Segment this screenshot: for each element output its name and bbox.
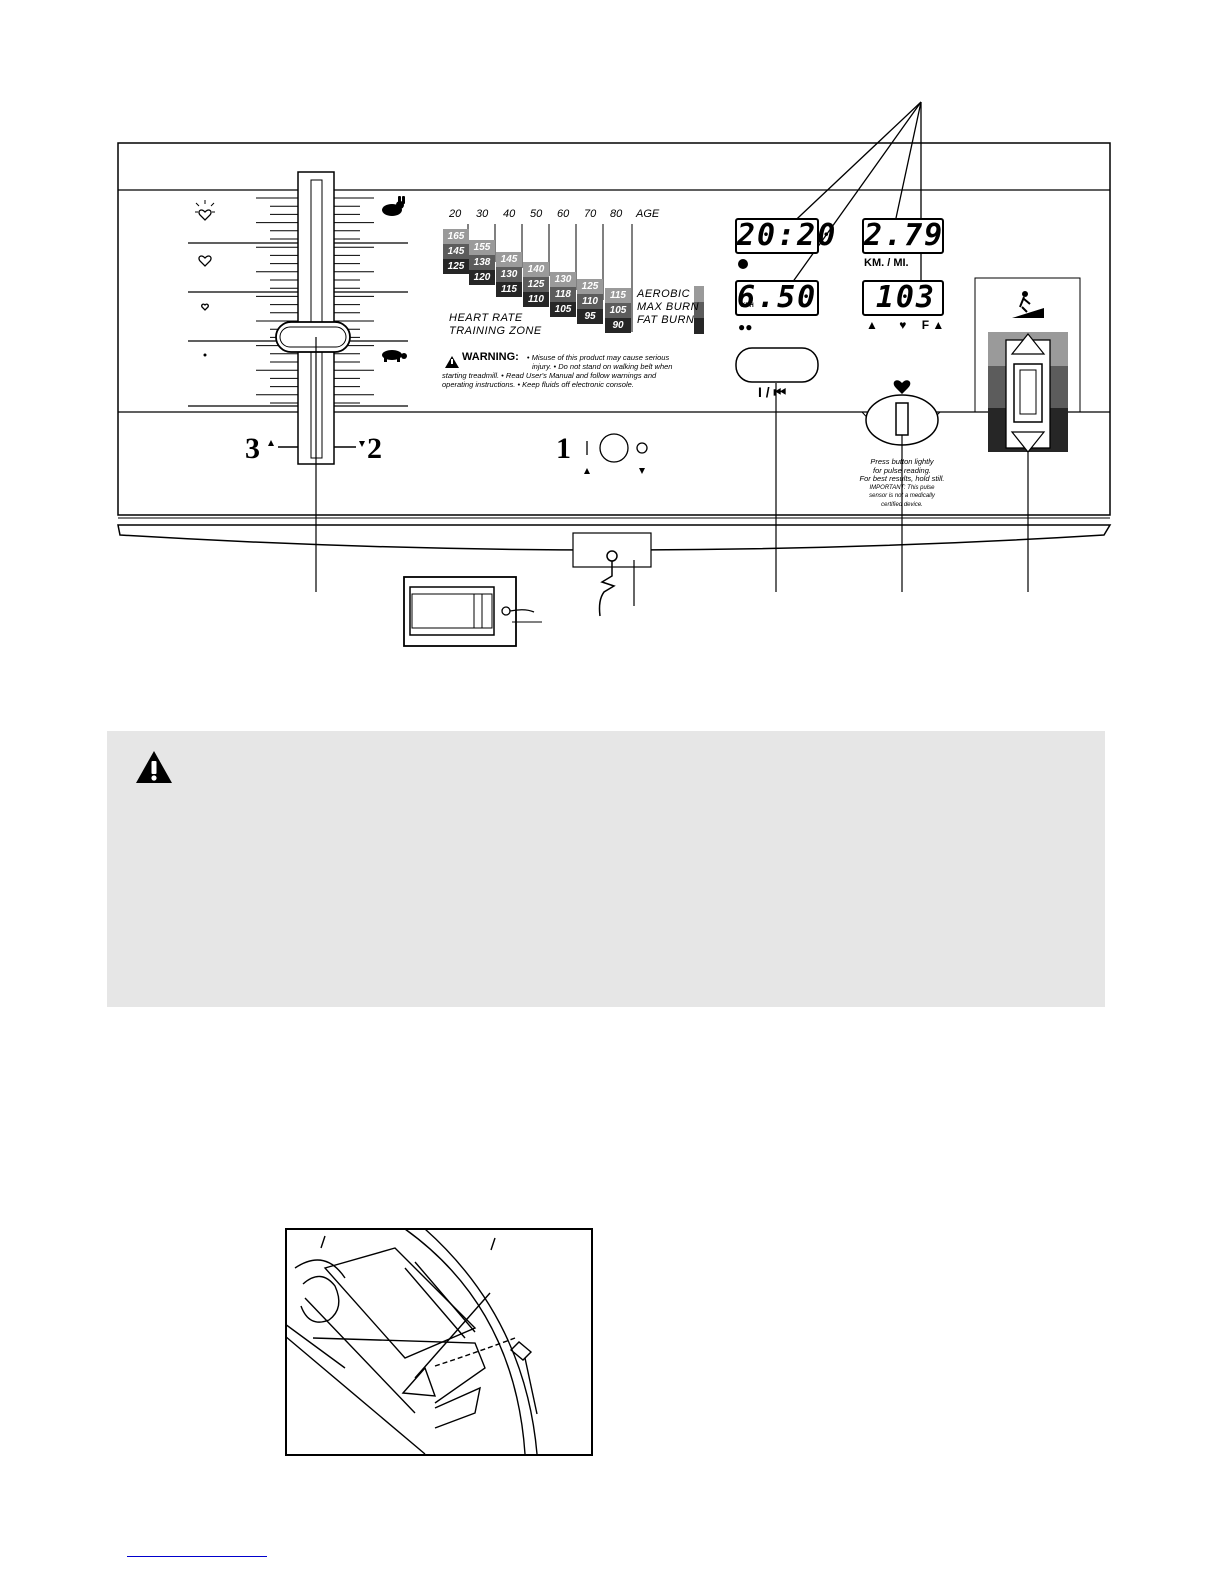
zone-cell-max_burn-1: 138: [469, 255, 495, 270]
age-label-80: 80: [610, 208, 623, 220]
zone-cell-fat_burn-1: 120: [469, 270, 495, 285]
pulse-row-icons: ▲ ♥ F ▲: [866, 318, 946, 332]
zone-cell-max_burn-6: 105: [605, 303, 631, 318]
pulse-note-line-1: Press button lightly: [870, 457, 934, 466]
zone-cell-fat_burn-3: 110: [523, 292, 549, 307]
warning-text-1: • Misuse of this product may cause serio…: [526, 353, 670, 362]
flame-icon: ▲: [932, 318, 945, 332]
fat-burn-label: FAT BURN: [637, 314, 695, 326]
age-label: AGE: [636, 208, 660, 220]
heart-icon: ♥: [899, 318, 907, 332]
speed-unit: KPH: [741, 303, 754, 309]
hr-title-1: HEART RATE: [449, 312, 523, 324]
warning-text-4: operating instructions. • Keep fluids of…: [442, 380, 634, 389]
turtle-rabbit-icon: ●●: [738, 320, 753, 334]
zone-cell-aerobic-0: 165: [443, 229, 469, 244]
zone-cell-max_burn-2: 130: [496, 267, 522, 282]
pulse-note-line-2: for pulse reading.: [873, 465, 931, 475]
console-diagram: [117, 101, 1112, 647]
zone-cell-aerobic-3: 140: [523, 262, 549, 277]
zone-cell-max_burn-5: 110: [577, 294, 603, 309]
age-label-50: 50: [530, 208, 543, 220]
zone-cell-aerobic-2: 145: [496, 252, 522, 267]
zone-cell-aerobic-5: 125: [577, 279, 603, 294]
age-label-70: 70: [584, 208, 597, 220]
max-burn-label: MAX BURN: [637, 301, 700, 313]
zone-cell-fat_burn-4: 105: [550, 302, 576, 317]
warning-text-2: injury. • Do not stand on walking belt w…: [532, 362, 673, 371]
start-button-label[interactable]: I / ⏮: [758, 384, 787, 400]
callout-3: 3: [245, 432, 260, 465]
pulse-note: Press button lightly for pulse reading. …: [840, 457, 964, 509]
key-location-diagram: [285, 1228, 593, 1456]
zone-cell-aerobic-6: 115: [605, 288, 631, 303]
distance-unit: KM. / MI.: [864, 257, 909, 269]
zone-cell-fat_burn-0: 125: [443, 259, 469, 274]
pulse-note-line-4: IMPORTANT: This pulse: [869, 484, 935, 491]
distance-display: 2.79: [862, 218, 945, 254]
console-warning: WARNING: • Misuse of this product may ca…: [442, 351, 712, 390]
pulse-note-line-6: certified device.: [881, 501, 923, 508]
clock-icon: [738, 259, 748, 269]
zone-cell-fat_burn-2: 115: [496, 282, 522, 297]
hr-title-2: TRAINING ZONE: [449, 325, 542, 337]
pulse-unit-f: F: [921, 318, 930, 332]
age-label-30: 30: [476, 208, 489, 220]
aerobic-label: AEROBIC: [637, 288, 691, 300]
warning-text-3: starting treadmill. • Read User's Manual…: [442, 371, 657, 380]
zone-cell-max_burn-3: 125: [523, 277, 549, 292]
warning-label: WARNING:: [462, 351, 519, 363]
age-label-60: 60: [557, 208, 570, 220]
age-label-40: 40: [503, 208, 516, 220]
speed-display: 6.50: [735, 280, 819, 316]
zone-cell-max_burn-4: 118: [550, 287, 576, 302]
zone-cell-max_burn-0: 145: [443, 244, 469, 259]
pulse-note-line-3: For best results, hold still.: [859, 474, 945, 483]
page-footer-rule: [127, 1556, 267, 1557]
warning-triangle-icon: [136, 751, 172, 783]
caution-box: [107, 731, 1105, 1007]
flame-icon: ▲: [866, 318, 878, 332]
zone-cell-aerobic-4: 130: [550, 272, 576, 287]
age-label-20: 20: [449, 208, 462, 220]
zone-cell-fat_burn-6: 90: [605, 318, 631, 333]
callout-1: 1: [556, 432, 571, 465]
zone-cell-fat_burn-5: 95: [577, 309, 603, 324]
time-display: 20:20: [735, 218, 838, 254]
pulse-note-line-5: sensor is not a medically: [869, 493, 935, 499]
pulse-display: 103: [862, 280, 944, 316]
zone-cell-aerobic-1: 155: [469, 240, 495, 255]
callout-2: 2: [367, 432, 382, 465]
